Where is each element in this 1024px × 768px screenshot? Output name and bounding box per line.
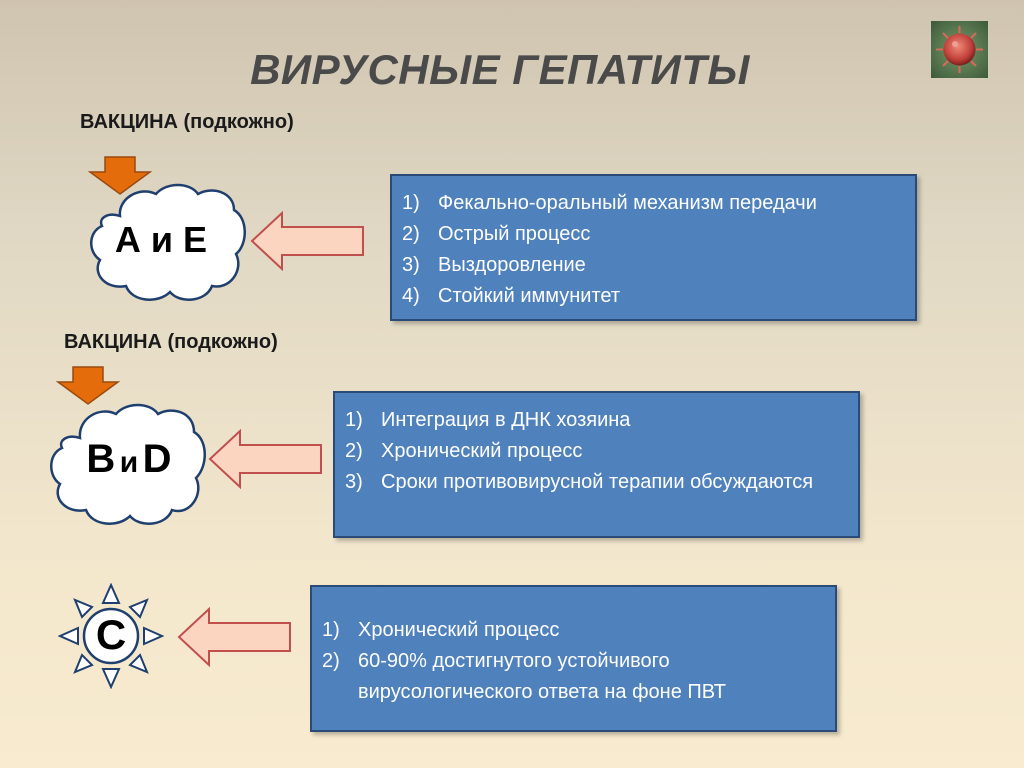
left-arrow-icon bbox=[208, 429, 322, 489]
info-box-c: 1) Хронический процесс 2) 60-90% достигн… bbox=[310, 585, 837, 732]
vaccine-arrow-icon bbox=[88, 156, 152, 195]
vaccine-arrow-icon bbox=[56, 366, 120, 405]
list-item: 2) Острый процесс bbox=[402, 223, 591, 245]
list-item: 1) Хронический процесс bbox=[322, 619, 560, 641]
sun-shape bbox=[58, 583, 164, 689]
list-item: 1) Интеграция в ДНК хозяина bbox=[345, 409, 631, 431]
cloud-shape bbox=[90, 183, 246, 301]
group-label-c: С bbox=[95, 611, 127, 658]
cloud-shape bbox=[50, 403, 206, 525]
group-label-b-d: В и D bbox=[86, 437, 172, 481]
list-item: 3) Сроки противовирусной терапии обсужда… bbox=[345, 471, 814, 493]
page-title: ВИРУСНЫЕ ГЕПАТИТЫ bbox=[250, 46, 750, 93]
group-label-a-e: А и Е bbox=[114, 219, 208, 260]
left-arrow-icon bbox=[177, 607, 291, 667]
virus-icon bbox=[931, 21, 988, 78]
info-list: 1) Интеграция в ДНК хозяина 2) Хроническ… bbox=[345, 405, 844, 498]
info-list: 1) Хронический процесс 2) 60-90% достигн… bbox=[322, 615, 821, 708]
info-box-a-e: 1) Фекально-оральный механизм передачи 2… bbox=[390, 174, 917, 321]
vaccine-label: ВАКЦИНА (подкожно) bbox=[80, 111, 294, 133]
vaccine-label: ВАКЦИНА (подкожно) bbox=[64, 331, 278, 353]
info-box-b-d: 1) Интеграция в ДНК хозяина 2) Хроническ… bbox=[333, 391, 860, 538]
list-item: 4) Стойкий иммунитет bbox=[402, 285, 620, 307]
list-item: 3) Выздоровление bbox=[402, 254, 586, 276]
list-item: 2) Хронический процесс bbox=[345, 440, 583, 462]
info-list: 1) Фекально-оральный механизм передачи 2… bbox=[402, 188, 901, 312]
list-item: 1) Фекально-оральный механизм передачи bbox=[402, 192, 817, 214]
left-arrow-icon bbox=[250, 211, 364, 271]
list-item: 2) 60-90% достигнутого устойчивого вирус… bbox=[322, 650, 726, 703]
